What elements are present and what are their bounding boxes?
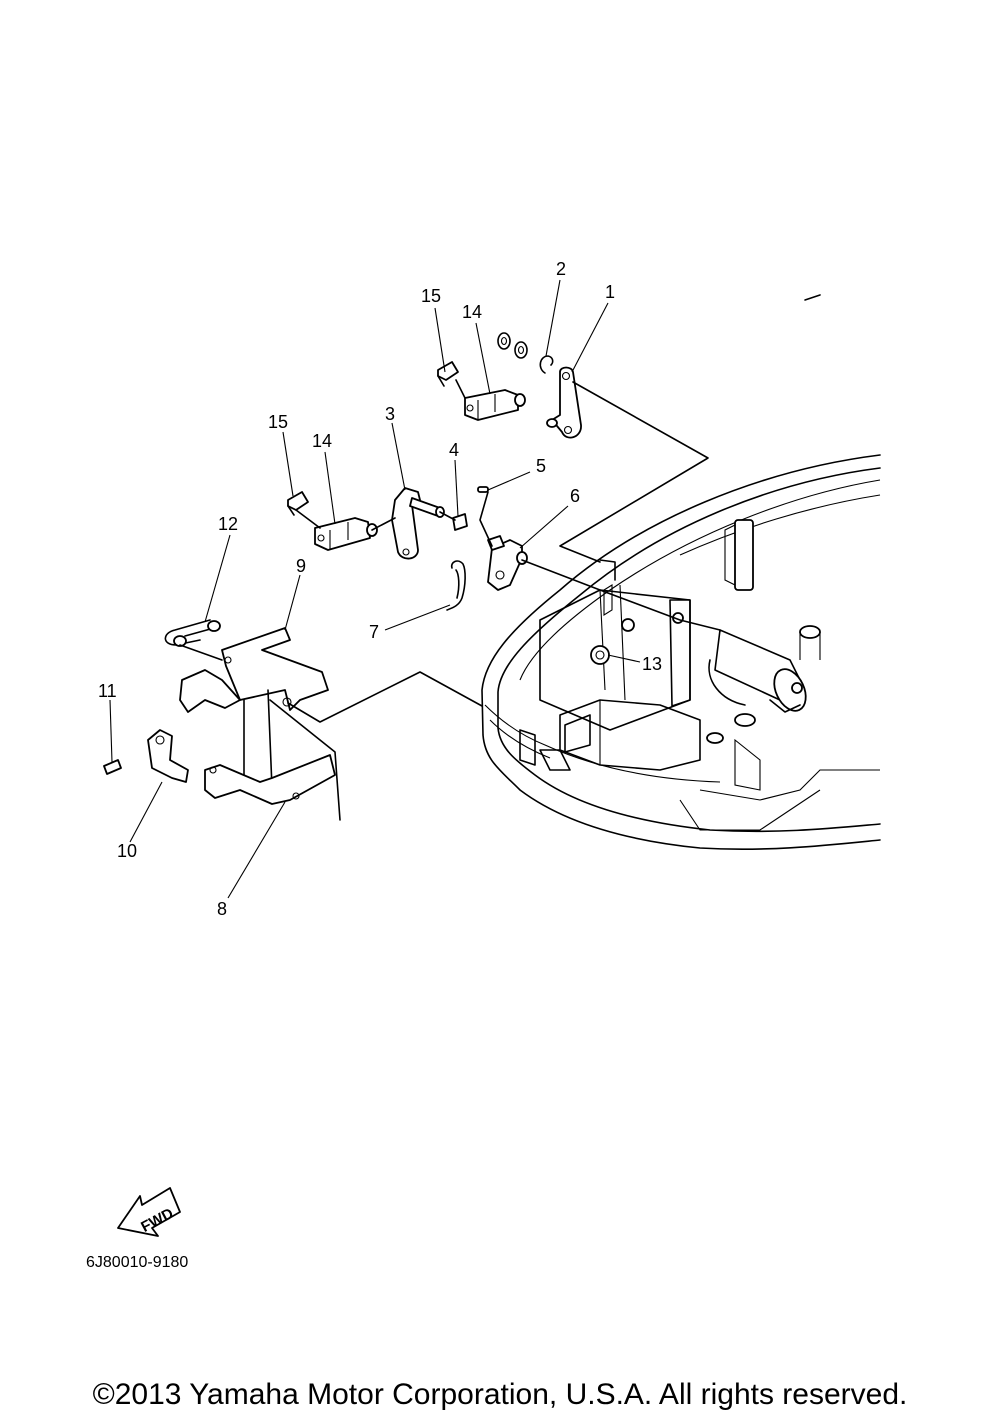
part-4-washer xyxy=(452,513,468,531)
part-2-clip xyxy=(497,332,554,374)
label-10: 10 xyxy=(117,841,137,861)
label-6: 6 xyxy=(570,486,580,506)
part-10-clamp xyxy=(147,729,189,783)
label-15-upper: 15 xyxy=(421,286,441,306)
label-5: 5 xyxy=(536,456,546,476)
label-11: 11 xyxy=(98,681,117,701)
part-7-rod xyxy=(446,560,466,611)
part-5-pin xyxy=(477,486,489,493)
label-3: 3 xyxy=(385,404,395,424)
label-15-lower: 15 xyxy=(268,412,288,432)
label-14-lower: 14 xyxy=(312,431,332,451)
label-8: 8 xyxy=(217,899,227,919)
part-12-u-bolt xyxy=(164,619,221,647)
part-labels: 1 2 3 4 5 6 7 8 9 10 11 12 13 14 14 15 1… xyxy=(98,259,662,919)
label-13: 13 xyxy=(642,654,662,674)
leader-lines xyxy=(109,279,641,899)
label-9: 9 xyxy=(296,556,306,576)
part-14-upper-joint xyxy=(464,389,526,421)
label-1: 1 xyxy=(605,282,615,302)
part-8-bracket xyxy=(204,689,341,821)
fwd-arrow-icon: FWD xyxy=(117,1187,181,1237)
bottom-cowling xyxy=(481,294,881,850)
part-11-pin xyxy=(103,759,122,775)
part-15-lower-clip xyxy=(287,491,309,516)
drawing-code: 6J80010-9180 xyxy=(86,1254,188,1271)
part-9-bracket xyxy=(179,627,329,713)
label-4: 4 xyxy=(449,440,459,460)
label-2: 2 xyxy=(556,259,566,279)
label-14-upper: 14 xyxy=(462,302,482,322)
label-7: 7 xyxy=(369,622,379,642)
part-14-lower-joint xyxy=(314,517,378,551)
label-12: 12 xyxy=(218,514,238,534)
part-6-cam-lever xyxy=(487,535,528,591)
part-15-upper-clip xyxy=(437,361,459,387)
assembly-lines xyxy=(179,379,721,723)
copyright-notice: ©2013 Yamaha Motor Corporation, U.S.A. A… xyxy=(92,1378,908,1411)
part-1-link-rod xyxy=(546,366,582,439)
part-3-lever xyxy=(391,487,445,560)
